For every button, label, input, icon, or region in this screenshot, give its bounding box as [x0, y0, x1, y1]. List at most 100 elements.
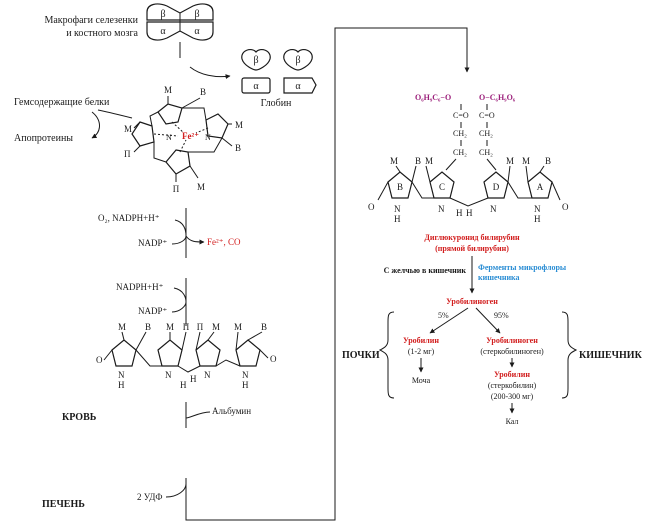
feces-label: Кал — [506, 417, 519, 426]
bilirubin-n2: N — [165, 370, 172, 380]
percent-95-label: 95% — [494, 311, 509, 320]
blood-label: КРОВЬ — [62, 412, 97, 423]
dg-h2: H — [456, 208, 463, 218]
flora-label-line1: Ферменты микрофлоры — [478, 263, 567, 272]
bilirubin-sub-m1: М — [118, 322, 126, 332]
dg-sub-m1: М — [390, 156, 398, 166]
stercobilin-label: (стеркобилин) — [488, 381, 537, 390]
dg-h3: H — [466, 208, 473, 218]
globin-alpha2: α — [295, 81, 301, 92]
bilirubin-h3: H — [190, 374, 197, 384]
dg-oxygen-right: O — [562, 202, 569, 212]
dg-h1: H — [394, 214, 401, 224]
liver-label: ПЕЧЕНЬ — [42, 499, 85, 510]
urobilin-kidney-label: Уробилин — [403, 336, 439, 345]
bilirubin-sub-v1: В — [145, 322, 151, 332]
stercobilinogen-label: (стеркобилиноген) — [480, 347, 544, 356]
hb-alpha1-label: α — [160, 26, 166, 37]
heme-sub-m-left: М — [124, 124, 132, 134]
bilirubin-sub-p2: П — [197, 322, 204, 332]
heme-sub-m-top: М — [164, 85, 172, 95]
carbonyl-left: C=O — [453, 111, 469, 120]
heme-sub-v-top: В — [200, 87, 206, 97]
urobilin-dose-label: (1-2 мг) — [408, 347, 435, 356]
dg-sub-v1: В — [415, 156, 421, 166]
ch2-left-2: CH₂ — [453, 148, 467, 157]
carbonyl-right: C=O — [479, 111, 495, 120]
stercobilin-dose-label: (200-300 мг) — [491, 392, 534, 401]
hb-alpha2-label: α — [194, 26, 200, 37]
ring-b-label: B — [397, 182, 403, 192]
urobilinogen-intestine-label: Уробилиноген — [486, 336, 538, 345]
dg-h4: H — [534, 214, 541, 224]
bile-to-intestine-label: С желчью в кишечник — [384, 266, 467, 275]
heme-sub-m-bottom: М — [197, 182, 205, 192]
udf-label: 2 УДФ — [137, 492, 162, 502]
ch2-right-2: CH₂ — [479, 148, 493, 157]
dg-n4: N — [534, 204, 541, 214]
diglucuronide-label-line2: (прямой билирубин) — [435, 244, 509, 253]
hb-beta1-label: β — [160, 9, 165, 20]
dg-sub-v2: В — [545, 156, 551, 166]
nadp-label-1: NADP⁺ — [138, 238, 168, 248]
urine-label: Моча — [412, 376, 431, 385]
heme-structure: Fe²⁺ N N М В М В П М М П — [124, 85, 243, 194]
bilirubin-n1: N — [118, 370, 125, 380]
hb-beta2-label: β — [194, 9, 199, 20]
ch2-left-1: CH₂ — [453, 129, 467, 138]
bilirubin-n3: N — [204, 370, 211, 380]
intestine-brace — [561, 311, 578, 399]
bilirubin-h2: H — [180, 380, 187, 390]
urobilinogen-label: Уробилиноген — [446, 297, 498, 306]
urobilin-intestine-label: Уробилин — [494, 370, 530, 379]
fe-co-label: Fe²⁺, CO — [207, 237, 241, 247]
nadph-label-2: NADPH+H⁺ — [116, 282, 164, 292]
dg-oxygen-left: O — [368, 202, 375, 212]
bilirubin-sub-m4: М — [234, 322, 242, 332]
bilirubin-h4: H — [242, 380, 249, 390]
bilirubin-n4: N — [242, 370, 249, 380]
bilirubin-sub-p1: П — [183, 322, 190, 332]
bilirubin-sub-m3: М — [212, 322, 220, 332]
dg-sub-m4: М — [522, 156, 530, 166]
bilirubin-sub-m2: М — [166, 322, 174, 332]
bilirubin-sub-v2: В — [261, 322, 267, 332]
macrophages-label-line2: и костного мозга — [66, 28, 138, 39]
flora-label-line2: кишечника — [478, 273, 520, 282]
apoproteins-label: Апопротеины — [14, 133, 73, 144]
heme-sub-p-left: П — [124, 149, 131, 159]
globin-subunits: β β α α Глобин — [241, 49, 317, 109]
dg-sub-m2: М — [425, 156, 433, 166]
oxygen-nadph-label: O₂, NADPH+H⁺ — [98, 213, 160, 223]
kidneys-label: ПОЧКИ — [342, 350, 380, 361]
dg-sub-m3: М — [506, 156, 514, 166]
ring-a-label: A — [537, 182, 544, 192]
bilirubin-oxygen-right: O — [270, 354, 277, 364]
heme-sub-v-right: В — [235, 143, 241, 153]
macrophages-label-line1: Макрофаги селезенки — [44, 15, 138, 26]
bilirubin-h1: H — [118, 380, 125, 390]
dg-n1: N — [394, 204, 401, 214]
glucuronide-right: O−C₆H₉O₆ — [479, 93, 516, 102]
heme-sub-m-right: М — [235, 120, 243, 130]
globin-alpha1: α — [253, 81, 259, 92]
glucuronide-left: O₆H₉C₆−O — [415, 93, 451, 102]
heme-n-left: N — [166, 133, 172, 142]
ring-d-label: D — [493, 182, 500, 192]
dg-n3: N — [490, 204, 497, 214]
nadp-label-2: NADP⁺ — [138, 306, 168, 316]
kidneys-brace — [378, 311, 395, 399]
intestine-label: КИШЕЧНИК — [579, 350, 643, 361]
ring-c-label: C — [439, 182, 445, 192]
ch2-right-1: CH₂ — [479, 129, 493, 138]
heme-sub-p-bottom: П — [173, 184, 180, 194]
heme-fe-label: Fe²⁺ — [182, 131, 199, 141]
globin-label: Глобин — [261, 98, 292, 109]
dg-n2: N — [438, 204, 445, 214]
globin-beta1: β — [253, 55, 258, 66]
hemoproteins-label: Гемсодержащие белки — [14, 97, 110, 108]
percent-5-label: 5% — [438, 311, 449, 320]
hemoglobin-tetramer: β β α α — [146, 3, 214, 41]
diglucuronide-structure: O₆H₉C₆−O O−C₆H₉O₆ C=O C=O CH₂ CH₂ CH₂ CH… — [368, 93, 569, 224]
